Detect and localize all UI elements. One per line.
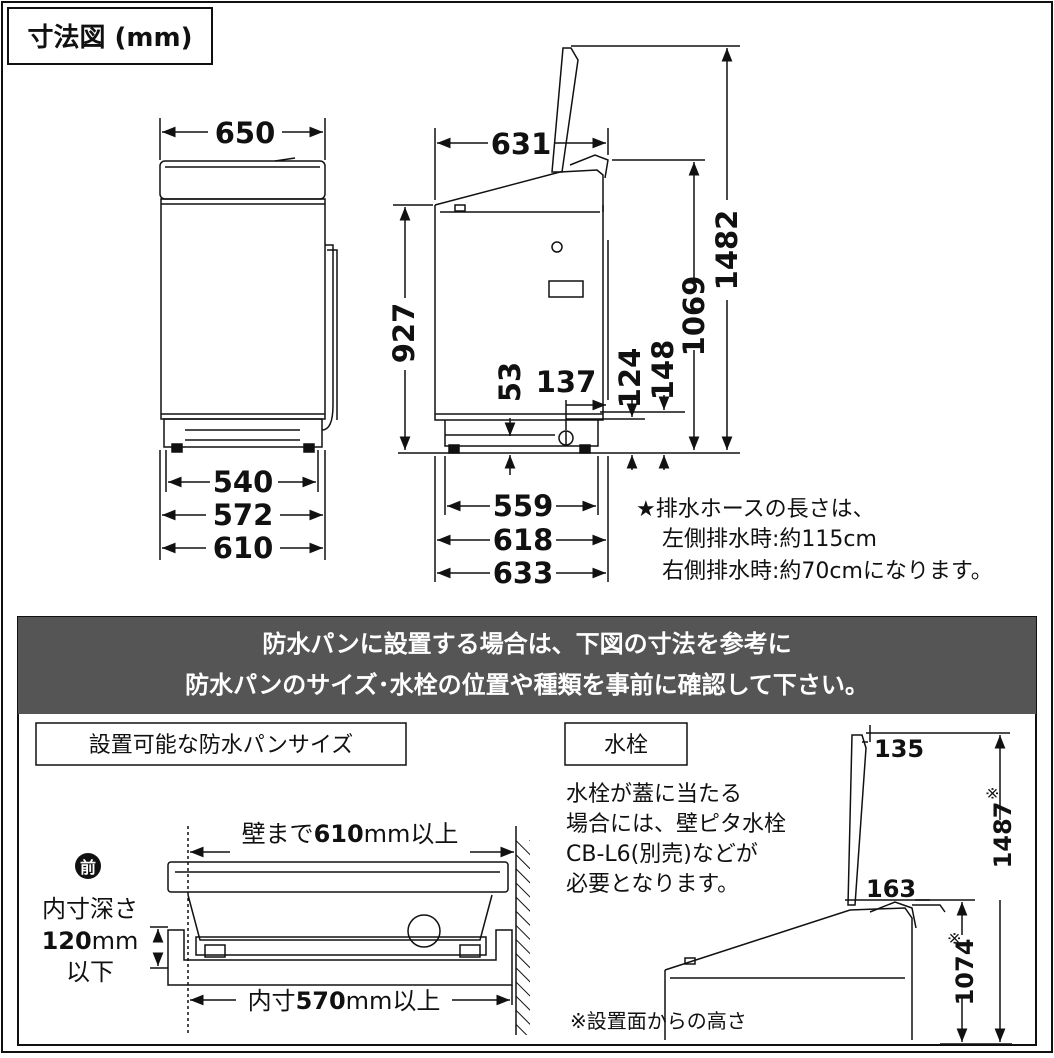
dim-618: 618 <box>493 523 554 557</box>
wall-value: 610 <box>314 820 364 848</box>
hose-note-line3: 右側排水時:約70cmになります。 <box>662 559 993 584</box>
faucet-dim-135: 135 <box>874 735 924 763</box>
depth-line3: 以下 <box>66 958 114 986</box>
inner-width-label: 内寸570mm以上 <box>248 987 441 1015</box>
faucet-dim-1487: 1487 <box>989 802 1017 869</box>
faucet-label-box <box>564 722 688 766</box>
inner-value: 570 <box>296 987 346 1015</box>
dim-559: 559 <box>493 489 554 523</box>
faucet-dim-1074: 1074 <box>951 939 979 1006</box>
front-badge <box>75 853 101 879</box>
dim-137: 137 <box>536 365 597 399</box>
dim-927: 927 <box>387 303 421 364</box>
dim-1482: 1482 <box>710 210 744 291</box>
dim-148: 148 <box>646 340 680 401</box>
faucet-dim-1074-mark: ※ <box>945 932 964 945</box>
footnote: ※設置面からの高さ <box>570 1009 747 1033</box>
banner-line1: 防水パンに設置する場合は、下図の寸法を参考に <box>262 630 791 658</box>
depth-line1: 内寸深さ <box>42 895 138 923</box>
dim-631: 631 <box>491 127 552 161</box>
faucet-label: 水栓 <box>604 733 648 758</box>
side-view <box>434 47 609 454</box>
inner-suffix: mm以上 <box>346 987 441 1015</box>
faucet-drawing <box>664 734 946 1040</box>
dim-124: 124 <box>613 348 647 409</box>
dim-633: 633 <box>493 556 554 590</box>
inner-prefix: 内寸 <box>248 987 296 1015</box>
title-box: 寸法図 (mm) <box>7 7 213 65</box>
depth-unit: mm <box>92 927 139 955</box>
front-badge-text: 前 <box>80 858 96 877</box>
faucet-dim-163: 163 <box>866 875 916 903</box>
pan-drawing <box>167 826 530 1035</box>
wall-prefix: 壁まで <box>242 820 314 848</box>
wall-suffix: mm以上 <box>364 820 459 848</box>
dim-53: 53 <box>493 362 527 402</box>
faucet-note-line2: 場合には、壁ピタ水栓 <box>566 812 786 837</box>
front-dims <box>159 118 326 560</box>
banner-line2: 防水パンのサイズ･水栓の位置や種類を事前に確認して下さい。 <box>185 671 869 699</box>
pan-label: 設置可能な防水パンサイズ <box>89 733 353 758</box>
side-dims <box>393 45 740 582</box>
wall-distance-label: 壁まで610mm以上 <box>242 820 459 848</box>
dim-540: 540 <box>213 465 274 499</box>
pan-dims <box>150 846 514 1006</box>
dim-1069: 1069 <box>677 276 711 357</box>
page-title: 寸法図 (mm) <box>27 23 192 53</box>
hose-note-line1: ★排水ホースの長さは、 <box>636 497 875 522</box>
banner <box>18 617 1036 714</box>
faucet-dims <box>845 725 1012 1045</box>
faucet-dim-1487-mark: ※ <box>983 787 1002 800</box>
front-view <box>159 157 338 453</box>
dim-650: 650 <box>215 116 276 150</box>
faucet-note-line4: 必要となります。 <box>566 872 739 897</box>
dim-572: 572 <box>213 498 274 532</box>
faucet-note-line1: 水栓が蓋に当たる <box>566 782 742 807</box>
faucet-note-line3: CB-L6(別売)などが <box>566 842 758 867</box>
depth-line2: 120mm <box>42 927 139 955</box>
pan-label-box <box>35 722 407 766</box>
dim-610: 610 <box>213 531 274 565</box>
hose-note-line2: 左側排水時:約115cm <box>662 527 877 552</box>
depth-value: 120 <box>42 927 92 955</box>
